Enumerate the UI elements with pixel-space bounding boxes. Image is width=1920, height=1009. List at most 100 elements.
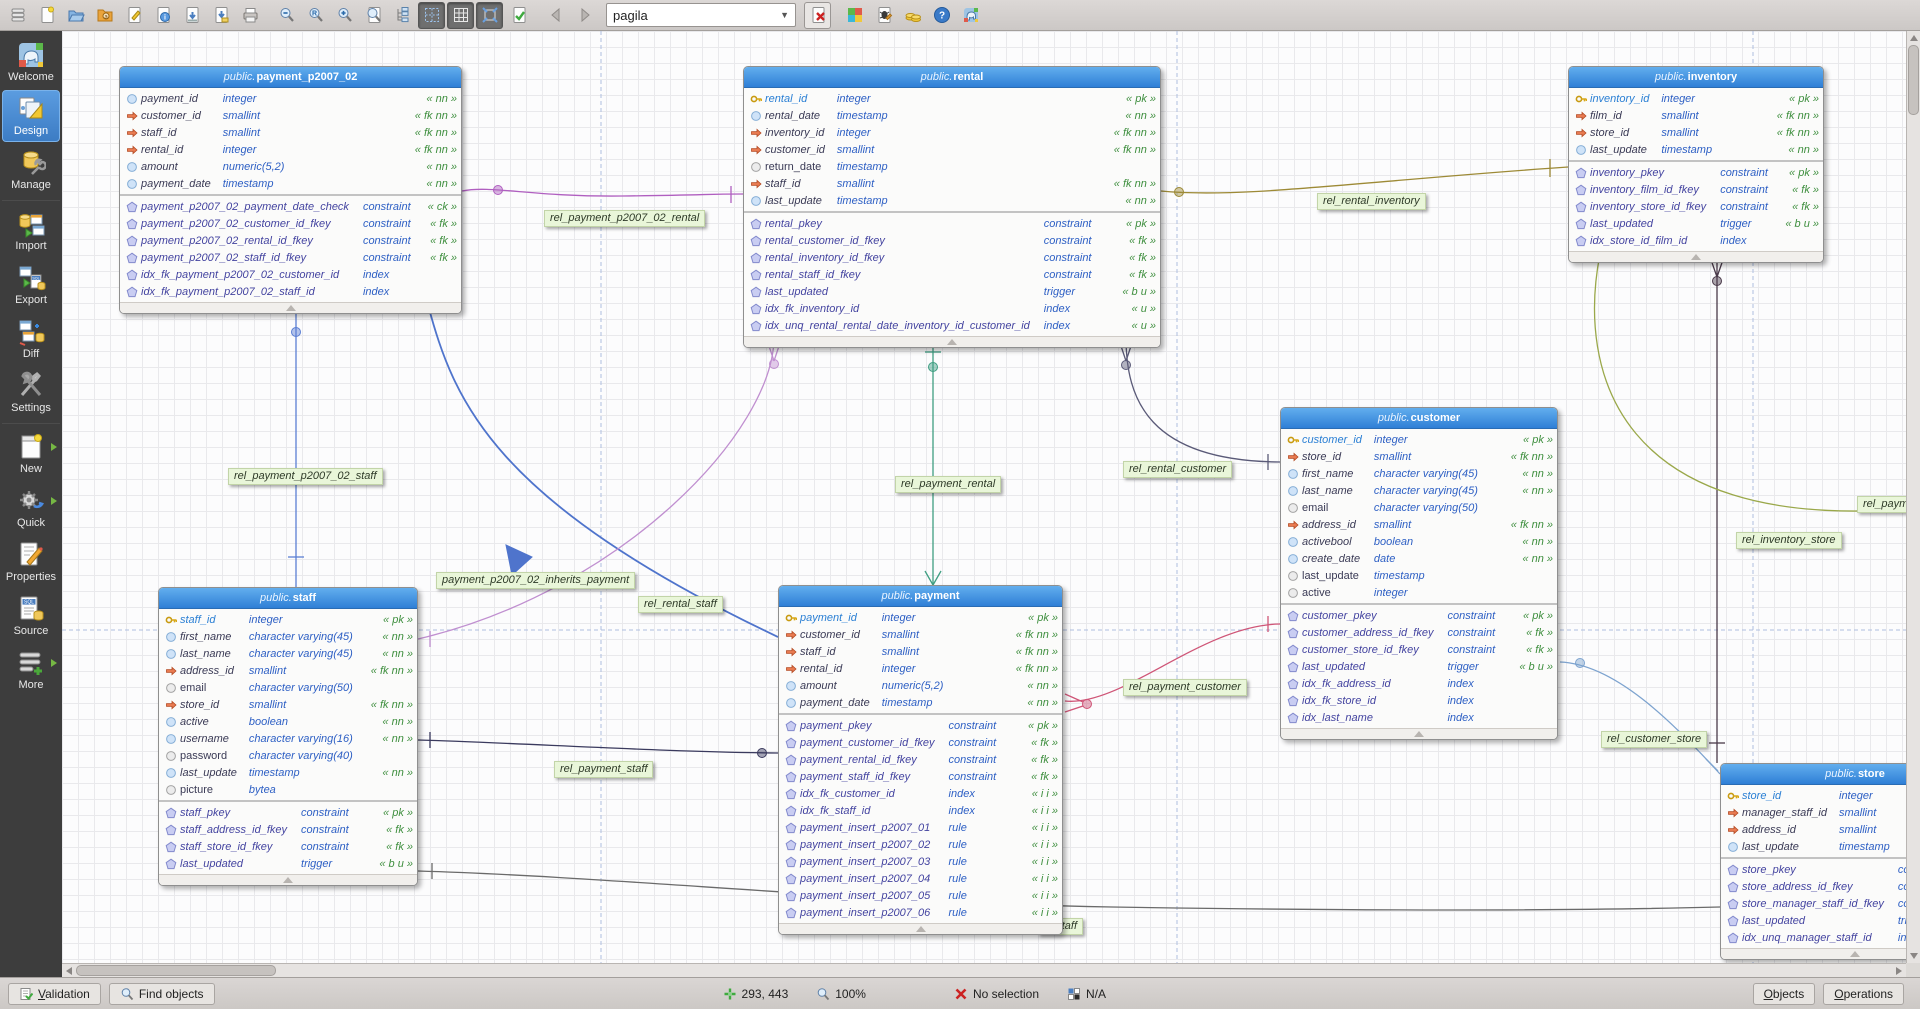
table-footer[interactable] bbox=[1721, 948, 1906, 959]
find-objects-button[interactable]: Find objects bbox=[108, 982, 215, 1005]
help-button[interactable]: ? bbox=[928, 2, 955, 29]
compact-view-button[interactable] bbox=[505, 2, 532, 29]
sidebar-item-manage[interactable]: Manage bbox=[2, 144, 60, 196]
relationship-rel_payment_p2007_02_staff[interactable] bbox=[288, 305, 304, 587]
constraint-tag bbox=[1775, 232, 1819, 249]
relationship-rel_payment_staff[interactable] bbox=[417, 732, 779, 758]
sidebar-item-properties[interactable]: Properties bbox=[2, 536, 60, 588]
vertical-scroll-thumb[interactable] bbox=[1908, 45, 1919, 115]
validation-button[interactable]: Validation bbox=[8, 982, 101, 1005]
relationship-rel_payment_rental[interactable] bbox=[924, 337, 942, 586]
table-header[interactable]: public.staff bbox=[159, 588, 417, 609]
relationship-rel_payment_customer[interactable] bbox=[1064, 616, 1281, 713]
nav-forward-button[interactable] bbox=[571, 2, 598, 29]
open-model-button[interactable] bbox=[62, 2, 89, 29]
model-selector-combobox[interactable]: pagila▼ bbox=[606, 3, 796, 27]
object-tree-button[interactable] bbox=[389, 2, 416, 29]
table-header[interactable]: public.inventory bbox=[1569, 67, 1823, 88]
recent-models-button[interactable]: a bbox=[91, 2, 118, 29]
sidebar-item-settings[interactable]: Settings bbox=[2, 367, 60, 419]
sidebar-item-welcome[interactable]: Welcome bbox=[2, 36, 60, 88]
main-menu-button[interactable] bbox=[4, 2, 31, 29]
table-footer[interactable] bbox=[744, 336, 1160, 347]
relationship-label[interactable]: rel_customer_store bbox=[1601, 731, 1708, 748]
model-canvas[interactable]: rel_payment_p2007_02_rental rel_rental_in… bbox=[62, 31, 1906, 963]
relationship-rel_inventory_store[interactable] bbox=[1708, 253, 1726, 763]
sidebar-item-more[interactable]: More bbox=[2, 644, 60, 696]
sidebar-item-design[interactable]: Design bbox=[2, 90, 60, 142]
table-header[interactable]: public.store bbox=[1721, 764, 1906, 785]
horizontal-scrollbar[interactable] bbox=[62, 963, 1906, 977]
page-delimiters-button[interactable] bbox=[447, 1, 474, 29]
print-model-button[interactable] bbox=[236, 2, 263, 29]
table-footer[interactable] bbox=[120, 302, 461, 313]
table-header[interactable]: public.customer bbox=[1281, 408, 1557, 429]
relationship-rel_customer_store[interactable] bbox=[1559, 658, 1721, 775]
relationship-rel_store_staff[interactable] bbox=[417, 863, 1721, 911]
edit-model-button[interactable] bbox=[120, 2, 147, 29]
relationship-rel_payment_p2007_02_rental[interactable] bbox=[461, 185, 744, 204]
show-grid-button[interactable] bbox=[418, 1, 445, 29]
model-info-button[interactable]: i bbox=[149, 2, 176, 29]
relationship-label[interactable]: payment_p2007_02_inherits_payment bbox=[436, 572, 636, 589]
relationship-label[interactable]: rel_payme bbox=[1857, 496, 1906, 513]
plugins-button[interactable] bbox=[841, 2, 868, 29]
donate-button[interactable] bbox=[899, 2, 926, 29]
table-footer[interactable] bbox=[1281, 728, 1557, 739]
operations-button[interactable]: Operations bbox=[1823, 982, 1904, 1005]
sidebar-item-import[interactable]: Import bbox=[2, 205, 60, 257]
model-overview-button[interactable] bbox=[360, 2, 387, 29]
table-footer[interactable] bbox=[159, 874, 417, 885]
zoom-out-button[interactable] bbox=[273, 2, 300, 29]
table-header[interactable]: public.payment bbox=[779, 586, 1062, 607]
sidebar-item-quick[interactable]: Quick bbox=[2, 482, 60, 534]
relationship-label[interactable]: rel_inventory_store bbox=[1736, 532, 1842, 549]
relationship-label[interactable]: rel_rental_customer bbox=[1123, 461, 1233, 478]
zoom-normal-button[interactable]: R bbox=[302, 2, 329, 29]
objects-button[interactable]: Objects bbox=[1752, 982, 1816, 1005]
table-header[interactable]: public.rental bbox=[744, 67, 1160, 88]
save-as-button[interactable] bbox=[207, 2, 234, 29]
about-pgmodeler-button[interactable] bbox=[957, 2, 984, 29]
relationship-label[interactable]: rel_payment_rental bbox=[895, 476, 1002, 493]
relationship-rel_rental_customer[interactable] bbox=[1117, 336, 1281, 470]
relationship-rel_rental_inventory[interactable] bbox=[1160, 159, 1569, 197]
relationship-label[interactable]: rel_payment_p2007_02_rental bbox=[544, 210, 706, 227]
relationship-rel_rental_staff[interactable] bbox=[417, 336, 783, 647]
vertical-scrollbar[interactable] bbox=[1906, 31, 1920, 963]
relationship-rel_offcanvas_right[interactable] bbox=[1593, 253, 1906, 512]
scroll-up-arrow[interactable] bbox=[1910, 35, 1918, 41]
column-tag bbox=[361, 679, 413, 696]
table-footer[interactable] bbox=[1569, 251, 1823, 262]
horizontal-scroll-thumb[interactable] bbox=[76, 965, 276, 976]
sidebar-item-diff[interactable]: Diff bbox=[2, 313, 60, 365]
expand-canvas-button[interactable] bbox=[476, 1, 503, 29]
table-footer[interactable] bbox=[779, 923, 1062, 934]
close-model-button[interactable] bbox=[804, 1, 831, 29]
relationship-label[interactable]: rel_payment_staff bbox=[554, 761, 654, 778]
relationship-label[interactable]: rel_payment_customer bbox=[1123, 679, 1247, 696]
bug-report-button[interactable] bbox=[870, 2, 897, 29]
table-header[interactable]: public.payment_p2007_02 bbox=[120, 67, 461, 88]
relationship-payment_p2007_02_inherits_payment[interactable] bbox=[427, 304, 779, 638]
zoom-in-button[interactable] bbox=[331, 2, 358, 29]
save-model-button[interactable] bbox=[178, 2, 205, 29]
nav-back-button[interactable] bbox=[542, 2, 569, 29]
scroll-left-arrow[interactable] bbox=[66, 967, 72, 975]
relationship-label[interactable]: rel_rental_staff bbox=[638, 596, 723, 613]
relationship-label[interactable]: rel_rental_inventory bbox=[1317, 193, 1426, 210]
new-model-button[interactable] bbox=[33, 2, 60, 29]
sidebar-item-new[interactable]: New bbox=[2, 428, 60, 480]
relationship-label[interactable]: rel_payment_p2007_02_staff bbox=[228, 468, 383, 485]
scroll-right-arrow[interactable] bbox=[1896, 967, 1902, 975]
scroll-down-arrow[interactable] bbox=[1910, 953, 1918, 959]
